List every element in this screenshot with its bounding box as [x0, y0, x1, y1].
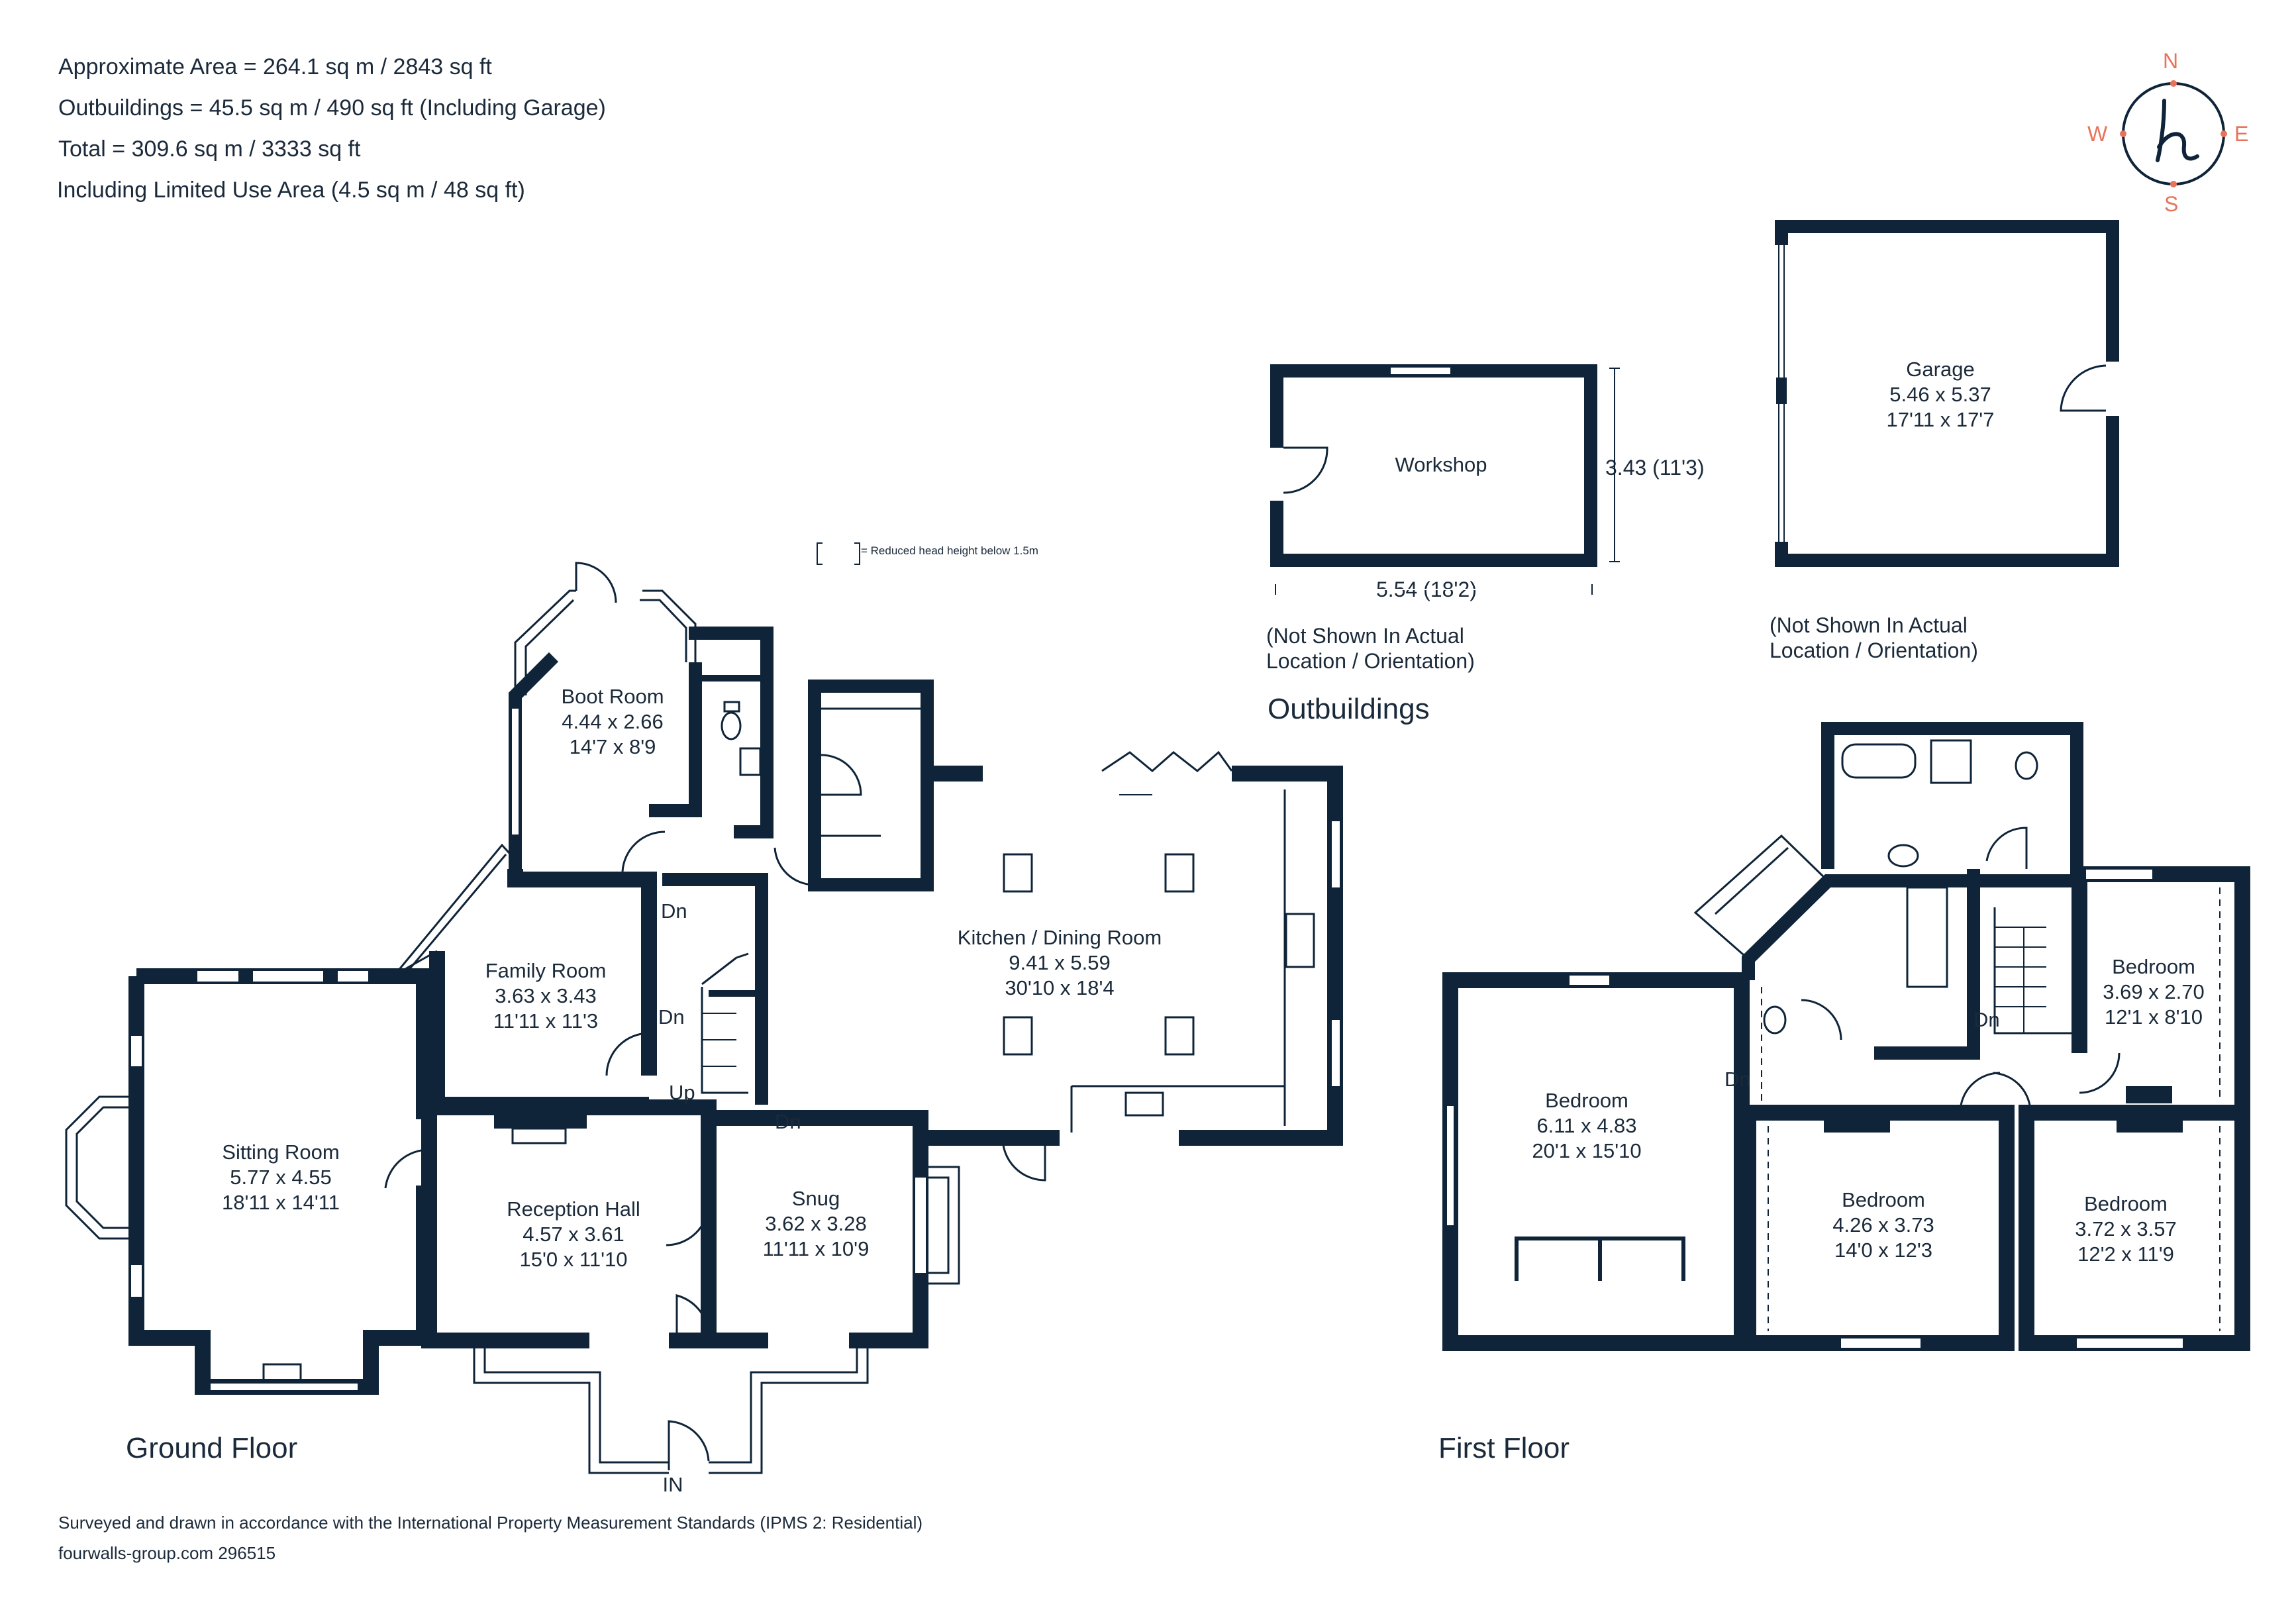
- family-room-label: Family Room: [485, 959, 607, 982]
- ensuite-toilet: [1763, 1005, 1787, 1035]
- stair-dn-label-1: Dn: [661, 899, 687, 923]
- boot-room-bay: [514, 589, 697, 695]
- bedroom-main-label: Bedroom: [1545, 1089, 1628, 1112]
- bedroom-3-label: Bedroom: [2084, 1192, 2168, 1215]
- wc-toilet: [721, 711, 742, 740]
- bathroom-basin: [1887, 844, 1919, 868]
- bedroom-3-imperial: 12'2 x 11'9: [2077, 1242, 2174, 1266]
- bedroom-main-metric: 6.11 x 4.83: [1536, 1114, 1636, 1137]
- boot-room-label: Boot Room: [561, 685, 664, 708]
- stair-dn-label-3: Dn: [775, 1110, 801, 1133]
- stair-dn-label-2: Dn: [658, 1005, 685, 1029]
- ground-floor-caption: Ground Floor: [126, 1432, 298, 1464]
- compass-east: E: [2234, 122, 2249, 146]
- kitchen-sink: [1124, 1091, 1164, 1117]
- porch-outline: [473, 1340, 869, 1474]
- bath-tub: [1841, 743, 1917, 779]
- kitchen-metric: 9.41 x 5.59: [1009, 951, 1110, 974]
- bedroom-main-imperial: 20'1 x 15'10: [1532, 1139, 1641, 1162]
- head-height-legend: = Reduced head height below 1.5m: [861, 544, 1038, 557]
- limited-use-area-text: Including Limited Use Area (4.5 sq m / 4…: [57, 177, 525, 203]
- compass-dot-north: [2170, 80, 2177, 87]
- snug-label: Snug: [792, 1187, 840, 1210]
- reception-hall-imperial: 15'0 x 11'10: [520, 1248, 628, 1271]
- bedroom-4-metric: 3.69 x 2.70: [2103, 980, 2204, 1003]
- garage-note-line2: Location / Orientation): [1770, 638, 1978, 662]
- garage-metric: 5.46 x 5.37: [1889, 383, 1991, 406]
- garage-note-line1: (Not Shown In Actual: [1770, 613, 1968, 637]
- entrance-label: IN: [663, 1473, 683, 1496]
- garage-imperial: 17'11 x 17'7: [1887, 408, 1995, 431]
- workshop-label: Workshop: [1395, 453, 1487, 476]
- stair-up-label: Up: [669, 1081, 695, 1104]
- reception-hall-metric: 4.57 x 3.61: [523, 1223, 624, 1246]
- family-room-walls: [429, 869, 657, 1113]
- bedroom-3-metric: 3.72 x 3.57: [2075, 1217, 2176, 1240]
- family-room-metric: 3.63 x 3.43: [495, 984, 596, 1007]
- bifold-doors: [1101, 750, 1233, 772]
- hall-walls: [662, 873, 768, 1105]
- outbuildings-area-text: Outbuildings = 45.5 sq m / 490 sq ft (In…: [58, 95, 606, 121]
- kitchen-walls: [921, 766, 1343, 1146]
- first-floor-stairs: [1993, 907, 2073, 1035]
- snug-imperial: 11'11 x 10'9: [763, 1237, 870, 1260]
- boot-room-metric: 4.44 x 2.66: [562, 710, 663, 733]
- sitting-room-imperial: 18'11 x 14'11: [222, 1191, 340, 1214]
- rooflight-3: [1003, 1016, 1033, 1056]
- reception-hall-label: Reception Hall: [507, 1197, 640, 1221]
- bedroom-2-label: Bedroom: [1842, 1188, 1925, 1211]
- rooflight-4: [1164, 1016, 1195, 1056]
- sitting-room-metric: 5.77 x 4.55: [230, 1166, 331, 1189]
- ensuite-walls: [1742, 874, 1980, 1060]
- workshop-note-line2: Location / Orientation): [1266, 649, 1475, 673]
- survey-statement: Surveyed and drawn in accordance with th…: [58, 1513, 923, 1533]
- bedroom-4-imperial: 12'1 x 8'10: [2105, 1005, 2203, 1029]
- compass-north: N: [2163, 49, 2179, 73]
- bathroom-walls: [1821, 722, 2083, 881]
- sitting-room-bay: [65, 1095, 136, 1240]
- bedroom-4-label: Bedroom: [2112, 955, 2195, 978]
- total-area-text: Total = 309.6 sq m / 3333 sq ft: [58, 136, 361, 162]
- logo-h-mark: [2156, 99, 2199, 162]
- kitchen-hob: [1285, 913, 1315, 968]
- compass-dot-south: [2170, 181, 2177, 187]
- stair-dn-label-4: Dn: [1973, 1008, 2000, 1031]
- sitting-room-label: Sitting Room: [222, 1140, 339, 1164]
- workshop-depth-dim: 3.43 (11'3): [1605, 456, 1705, 480]
- kitchen-label: Kitchen / Dining Room: [958, 926, 1162, 949]
- snug-metric: 3.62 x 3.28: [765, 1212, 866, 1235]
- garage-door: [2060, 364, 2107, 412]
- wc-walls: [689, 627, 774, 838]
- front-door: [668, 1420, 710, 1470]
- boot-room-imperial: 14'7 x 8'9: [570, 735, 656, 758]
- approx-area-text: Approximate Area = 264.1 sq m / 2843 sq …: [58, 54, 492, 79]
- ensuite-shower: [1906, 886, 1948, 988]
- rooflight-2: [1164, 853, 1195, 893]
- shower-tray: [1930, 739, 1972, 784]
- workshop-door: [1283, 446, 1328, 494]
- compass-dot-east: [2221, 130, 2227, 137]
- bedroom-2-walls: [1740, 1105, 2015, 1351]
- compass-dot-west: [2120, 130, 2126, 137]
- first-floor-caption: First Floor: [1438, 1432, 1570, 1464]
- rooflight-1: [1003, 853, 1033, 893]
- reference-number: fourwalls-group.com 296515: [58, 1543, 276, 1563]
- family-room-imperial: 11'11 x 11'3: [493, 1009, 598, 1033]
- workshop-note-line1: (Not Shown In Actual: [1266, 624, 1464, 648]
- stairs: [701, 987, 748, 1094]
- bedroom-2-imperial: 14'0 x 12'3: [1834, 1238, 1932, 1262]
- kitchen-imperial: 30'10 x 18'4: [1005, 976, 1114, 999]
- garage-label: Garage: [1906, 358, 1974, 381]
- store-walls: [808, 680, 934, 891]
- compass-west: W: [2087, 122, 2108, 146]
- bedroom-2-metric: 4.26 x 3.73: [1832, 1213, 1934, 1237]
- compass-south: S: [2164, 192, 2179, 216]
- outbuildings-caption: Outbuildings: [1268, 693, 1430, 725]
- stair-dn-label-5: Dn: [1724, 1068, 1751, 1091]
- legend-bracket: [817, 542, 860, 565]
- bathroom-toilet: [2015, 751, 2038, 780]
